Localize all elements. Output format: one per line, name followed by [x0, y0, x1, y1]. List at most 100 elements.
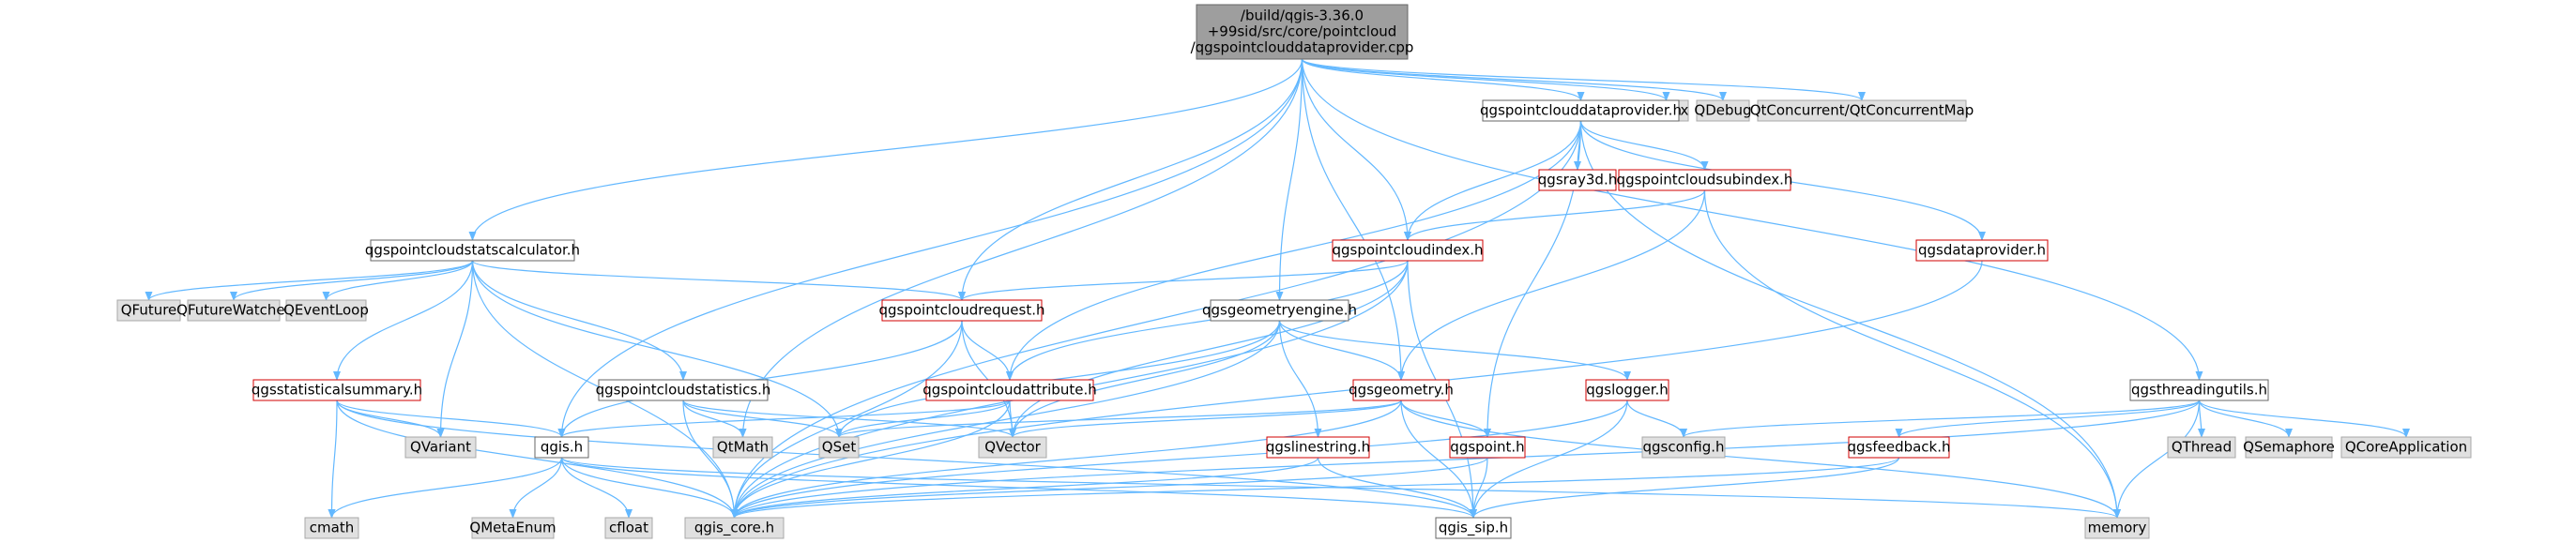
node-qgspointcloudstatscalculator_h[interactable]: qgspointcloudstatscalculator.h [365, 239, 580, 262]
edge-qgsstatisticalsummary_h-to-qgis_sip_h [336, 400, 1477, 519]
node-label: qgslogger.h [1586, 382, 1669, 399]
node-label: qgsthreadingutils.h [2131, 382, 2267, 399]
node-label: QVector [984, 439, 1041, 456]
node-label: qgspointcloudindex.h [1332, 242, 1483, 259]
edge-qgspointcloudstatscalculator_h-to-qset [471, 260, 843, 438]
node-qdebug: QDebug [1694, 99, 1752, 122]
edge-qgspointcloudindex_h-to-qvector [1009, 260, 1409, 438]
node-qgis_h[interactable]: qgis.h [534, 436, 589, 459]
node-label: qgslinestring.h [1266, 439, 1370, 456]
node-qgspointcloudindex_h[interactable]: qgspointcloudindex.h [1332, 239, 1484, 262]
edge-qgsstatisticalsummary_h-to-qgis_h [336, 400, 566, 438]
node-label: QCoreApplication [2345, 439, 2467, 456]
node-label: qgspointcloudstatscalculator.h [365, 242, 580, 259]
node-box [2129, 379, 2269, 401]
node-qgsray3d_h[interactable]: qgsray3d.h [1538, 169, 1617, 191]
edge-qgis_h-to-qgis_core_h [560, 457, 739, 519]
node-qthread: QThread [2167, 436, 2236, 459]
node-box [1210, 299, 1349, 322]
node-label: QFutureWatcher [176, 302, 292, 319]
edge-qgspointcloudrequest_h-to-qgis_h [557, 320, 963, 438]
node-qgspoint_h[interactable]: qgspoint.h [1449, 436, 1526, 459]
edge-root-to-qgis_h [557, 58, 1303, 438]
node-box [925, 379, 1094, 401]
node-qgsstatisticalsummary_h[interactable]: qgsstatisticalsummary.h [252, 379, 422, 401]
edge-qgsfeedback_h-to-qgis_sip_h [1470, 457, 1900, 519]
node-label: QVariant [410, 439, 471, 456]
node-qgsdataprovider_h[interactable]: qgsdataprovider.h [1915, 239, 2049, 262]
node-qgspointcloudattribute_h[interactable]: qgspointcloudattribute.h [922, 379, 1097, 401]
edge-qgsthreadingutils_h-to-memory [2113, 400, 2201, 519]
edge-layer [145, 58, 2410, 519]
node-box [1449, 436, 1526, 459]
edge-qgsgeometryengine_h-to-qgsgeometry_h [1278, 320, 1405, 381]
node-box [1696, 99, 1750, 122]
edge-qgsthreadingutils_h-to-qgis_core_h [730, 400, 2201, 519]
node-box [1538, 169, 1617, 191]
node-qgslogger_h[interactable]: qgslogger.h [1585, 379, 1669, 401]
node-box [285, 299, 367, 322]
edge-qgsstatisticalsummary_h-to-qgis_core_h [336, 400, 739, 519]
edge-root-to-qtmath [739, 58, 1303, 438]
node-label: qgis_core.h [694, 520, 774, 537]
edge-qgspointcloudrequest_h-to-qgspointcloudattribute_h [961, 320, 1014, 381]
node-qgsgeometryengine_h[interactable]: qgsgeometryengine.h [1202, 299, 1357, 322]
node-label: QtConcurrent/QtConcurrentMap [1750, 102, 1974, 119]
node-box [881, 299, 1043, 322]
node-box [304, 517, 359, 539]
edge-qgspoint_h-to-qgis_core_h [730, 457, 1488, 519]
edge-qgspointcloudstatistics_h-to-qvector [682, 400, 1016, 438]
node-qtconcurrentmap: QtConcurrent/QtConcurrentMap [1750, 99, 1974, 122]
node-qgspointcloudstatistics_h[interactable]: qgspointcloudstatistics.h [596, 379, 771, 401]
node-box [1482, 99, 1680, 122]
node-label: qgsstatisticalsummary.h [252, 382, 422, 399]
edge-qgsgeometryengine_h-to-qgis_core_h [730, 320, 1281, 519]
node-qset: QSet [818, 436, 860, 459]
edge-qgsgeometry_h-to-qset [835, 400, 1402, 438]
edge-qgspointclouddataprovider_h-to-memory [1579, 120, 2121, 519]
node-qgsthreadingutils_h[interactable]: qgsthreadingutils.h [2129, 379, 2269, 401]
node-qgsgeometry_h[interactable]: qgsgeometry.h [1349, 379, 1454, 401]
node-qgsfeedback_h[interactable]: qgsfeedback.h [1847, 436, 1951, 459]
node-label: +99sid/src/core/pointcloud [1208, 23, 1397, 40]
node-label: qgspointcloudsubindex.h [1617, 172, 1793, 189]
node-label: QFuture [121, 302, 177, 319]
node-label: qgspointcloudstatistics.h [596, 382, 771, 399]
edge-qgspointcloudsubindex_h-to-memory [1703, 189, 2121, 519]
node-label: qgsgeometryengine.h [1202, 302, 1357, 319]
edge-qgsgeometry_h-to-memory [1400, 400, 2121, 519]
node-box [818, 436, 860, 459]
node-qgspointcloudrequest_h[interactable]: qgspointcloudrequest.h [878, 299, 1045, 322]
node-qgspointclouddataprovider_h[interactable]: qgspointclouddataprovider.h [1480, 99, 1682, 122]
node-label: qgsdataprovider.h [1918, 242, 2046, 259]
edge-qgspointclouddataprovider_h-to-qgspoint_h [1484, 120, 1582, 438]
node-box [471, 517, 555, 539]
edge-root-to-qdebug [1301, 58, 1727, 101]
node-qgslinestring_h[interactable]: qgslinestring.h [1266, 436, 1370, 459]
edge-qgsgeometry_h-to-qgis_core_h [730, 400, 1402, 519]
node-qgspointcloudsubindex_h[interactable]: qgspointcloudsubindex.h [1617, 169, 1793, 191]
edge-qgspointcloudstatscalculator_h-to-qfuture [145, 260, 474, 301]
edge-qgsthreadingutils_h-to-qgsconfig_h [1680, 400, 2201, 438]
node-box [2084, 517, 2150, 539]
node-qgis_sip_h[interactable]: qgis_sip.h [1435, 517, 1512, 539]
node-qeventloop: QEventLoop [283, 299, 369, 322]
edge-qgsgeometryengine_h-to-qgslogger_h [1278, 320, 1631, 381]
edge-root-to-qgsgeometry_h [1301, 58, 1405, 381]
edge-qgslogger_h-to-qgis_core_h [730, 400, 1628, 519]
edge-qgspointcloudattribute_h-to-qgis_h [557, 400, 1011, 438]
node-root[interactable]: /build/qgis-3.36.0+99sid/src/core/pointc… [1191, 4, 1414, 60]
node-label: /build/qgis-3.36.0 [1241, 8, 1364, 24]
node-label: qgsfeedback.h [1847, 439, 1950, 456]
node-qcoreapplication: QCoreApplication [2340, 436, 2472, 459]
edge-qgspointclouddataprovider_h-to-qgspointcloudindex_h [1404, 120, 1582, 241]
node-label: /qgspointclouddataprovider.cpp [1191, 39, 1414, 56]
edge-qgspointclouddataprovider_h-to-qgspointcloudattribute_h [1006, 120, 1582, 381]
node-box [187, 299, 281, 322]
edge-root-to-qgspointcloudstatscalculator_h [468, 58, 1303, 241]
node-box [1435, 517, 1512, 539]
node-label: qgspoint.h [1450, 439, 1524, 456]
edge-qgis_h-to-cmath [328, 457, 563, 519]
edge-qgsgeometry_h-to-qvector [1009, 400, 1402, 438]
edge-qgsthreadingutils_h-to-qgsfeedback_h [1895, 400, 2201, 438]
